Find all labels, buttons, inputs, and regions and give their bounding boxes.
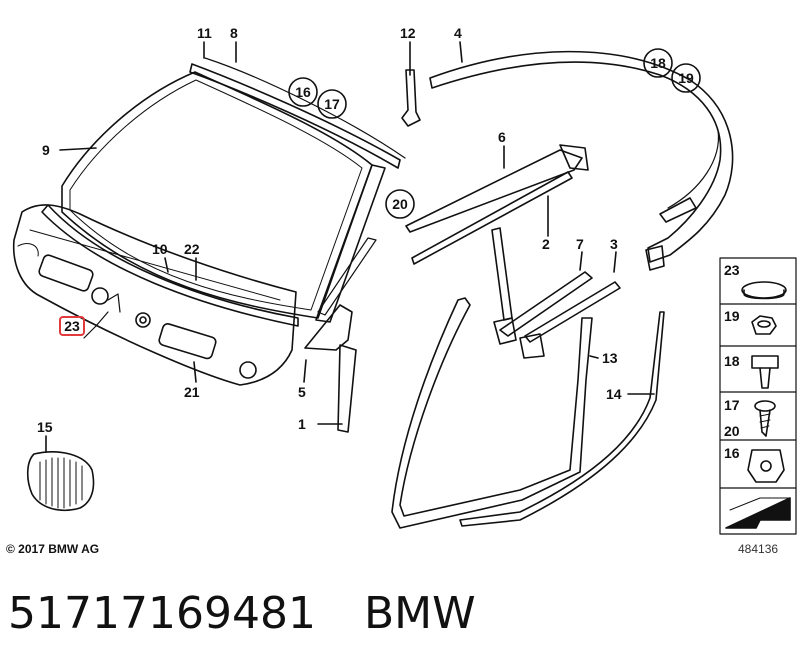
callout-14: 14 [606, 386, 622, 402]
callout-15: 15 [37, 419, 53, 435]
document-number: 484136 [738, 542, 779, 556]
side-label-23: 23 [724, 262, 740, 278]
window-guide-rail-lower [411, 171, 573, 265]
side-label-17: 17 [724, 397, 740, 413]
cap-icon [741, 281, 787, 299]
windscreen-glass [61, 71, 373, 319]
copyright-notice: © 2017 BMW AG [6, 542, 100, 556]
callout-10: 10 [152, 241, 168, 257]
callout-ring-20 [385, 189, 415, 219]
circled-callout-16: 16 [295, 84, 311, 100]
seal-strip-7 [499, 271, 593, 337]
callout-6: 6 [498, 129, 506, 145]
clip-icon [751, 355, 779, 389]
bracket-clip-icon [747, 449, 785, 483]
screw-icon [754, 400, 776, 437]
callout-ring-16 [288, 77, 318, 107]
door-frame-seal [391, 297, 593, 529]
callout-ring-17 [317, 89, 347, 119]
side-label-16: 16 [724, 445, 740, 461]
edge-seal [459, 311, 665, 527]
lower-seal [41, 204, 299, 327]
callout-13: 13 [602, 350, 618, 366]
top-molding-strip [189, 63, 401, 169]
kidney-grille [26, 451, 95, 512]
cowl-panel [12, 204, 297, 386]
circled-callout-19: 19 [678, 70, 694, 86]
part-caption: 51717169481 BMW [8, 588, 476, 639]
callout-21: 21 [184, 384, 200, 400]
callout-9: 9 [42, 142, 50, 158]
circled-callout-17: 17 [324, 96, 340, 112]
circled-callout-18: 18 [650, 55, 666, 71]
roof-arch-seal [429, 50, 734, 263]
seal-strip-3 [524, 281, 621, 343]
callout-11: 11 [197, 25, 212, 41]
fastener-panel [719, 257, 797, 535]
highlight-callout-box [59, 316, 85, 336]
cowl-vent-left [38, 254, 94, 292]
window-guide-rail-upper [405, 149, 583, 233]
side-label-18: 18 [724, 353, 740, 369]
parts-diagram: 23 11 8 12 4 9 6 10 22 2 7 3 21 5 1 13 1… [12, 25, 797, 535]
side-label-19: 19 [724, 308, 740, 324]
arrow-icon [725, 497, 791, 529]
side-label-20: 20 [724, 423, 740, 439]
cowl-vent-right [158, 323, 217, 360]
callout-1: 1 [298, 416, 306, 432]
callout-5: 5 [298, 384, 306, 400]
circled-callout-20: 20 [392, 196, 408, 212]
callout-4: 4 [454, 25, 462, 41]
callout-3: 3 [610, 236, 618, 252]
callout-7: 7 [576, 236, 584, 252]
callout-ring-18 [643, 48, 673, 78]
nut-icon [751, 315, 777, 335]
a-pillar-molding [315, 164, 386, 323]
part-number: 51717169481 [8, 588, 316, 639]
callout-ring-19 [671, 63, 701, 93]
pillar-trim [337, 344, 357, 433]
pillar-bracket [304, 304, 353, 351]
highlight-callout-label: 23 [64, 318, 80, 334]
callout-8: 8 [230, 25, 238, 41]
callout-22: 22 [184, 241, 200, 257]
callout-12: 12 [400, 25, 416, 41]
b-pillar-strip [491, 227, 513, 321]
brand-name: BMW [363, 588, 476, 639]
callout-2: 2 [542, 236, 550, 252]
clip-12 [401, 69, 421, 127]
